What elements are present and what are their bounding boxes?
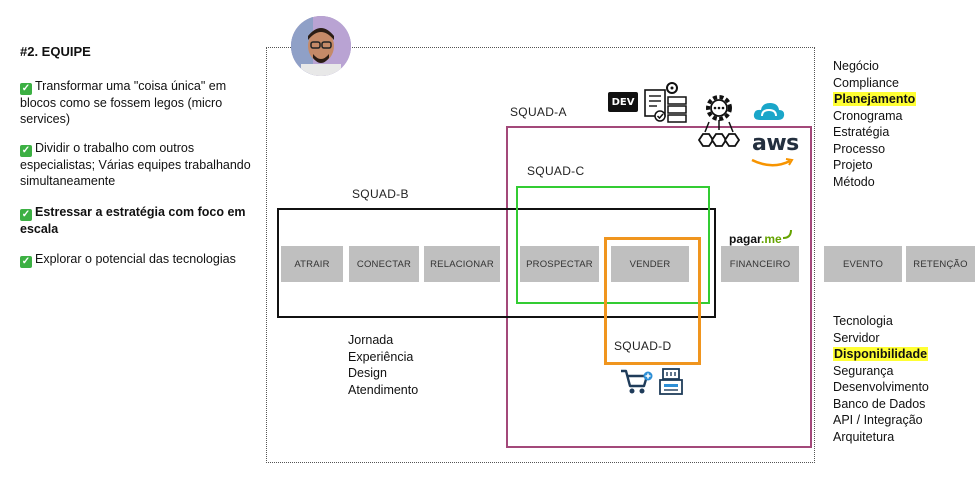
bullet-text: Transformar uma "coisa única" em blocos … [20, 79, 227, 126]
step-conectar: CONECTAR [349, 246, 419, 282]
tech-words: Tecnologia Servidor Disponibilidade Segu… [833, 313, 929, 445]
tech-word: Desenvolvimento [833, 380, 929, 394]
journey-words: Jornada Experiência Design Atendimento [348, 332, 418, 398]
bullet-item: ✓Dividir o trabalho com outros especiali… [20, 140, 260, 189]
squad-a-label: SQUAD-A [510, 105, 567, 119]
server-gear-icon [697, 95, 741, 147]
journey-word: Experiência [348, 349, 414, 364]
business-word: Processo [833, 141, 886, 156]
aws-logo: aws [752, 131, 799, 156]
journey-word: Atendimento [348, 382, 419, 397]
step-financeiro: FINANCEIRO [721, 246, 799, 282]
highlighted-word: Disponibilidade [833, 347, 929, 361]
bullet-item: ✓Explorar o potencial das tecnologias [20, 251, 260, 268]
checkmark-icon: ✓ [20, 209, 32, 221]
step-prospectar: PROSPECTAR [520, 246, 599, 282]
step-vender: VENDER [611, 246, 689, 282]
pagarme-logo: pagar.me [729, 229, 792, 246]
step-atrair: ATRAIR [281, 246, 343, 282]
avatar [291, 16, 351, 76]
step-evento: EVENTO [824, 246, 902, 282]
page-title: #2. EQUIPE [20, 44, 91, 59]
squad-a-box [506, 126, 812, 448]
bullet-text: Dividir o trabalho com outros especialis… [20, 141, 251, 188]
squad-c-box [516, 186, 710, 304]
tech-word: Segurança [833, 363, 894, 378]
business-word: Cronograma [833, 108, 903, 123]
business-word: Projeto [833, 158, 873, 172]
checkmark-icon: ✓ [20, 83, 32, 95]
tech-word: Servidor [833, 330, 880, 345]
highlighted-word: Planejamento [833, 92, 917, 106]
tech-word: Tecnologia [833, 314, 893, 328]
shopping-cart-icon [621, 369, 653, 394]
digital-ocean-cloud-icon [753, 103, 785, 120]
dev-logo: DEV [608, 92, 638, 112]
tech-word: API / Integração [833, 413, 923, 427]
business-word: Negócio [833, 59, 879, 73]
tech-word: Banco de Dados [833, 396, 926, 411]
checkmark-icon: ✓ [20, 256, 32, 268]
squad-b-box [277, 208, 716, 318]
cash-register-icon [659, 368, 683, 395]
journey-word: Design [348, 366, 387, 380]
business-word: Estratégia [833, 125, 890, 139]
squad-d-label: SQUAD-D [614, 339, 672, 353]
pagarme-mark-icon [782, 229, 792, 239]
squad-c-label: SQUAD-C [527, 164, 585, 178]
squad-d-box [604, 237, 701, 365]
pagarme-suffix: .me [761, 232, 782, 246]
business-word: Método [833, 174, 875, 189]
business-word: Compliance [833, 75, 900, 90]
step-retencao: RETENÇÃO [906, 246, 975, 282]
bullet-item: ✓Transformar uma "coisa única" em blocos… [20, 78, 260, 127]
bullet-item: ✓Estressar a estratégia com foco em esca… [20, 204, 260, 237]
checkmark-icon: ✓ [20, 145, 32, 157]
step-relacionar: RELACIONAR [424, 246, 500, 282]
bullet-text: Explorar o potencial das tecnologias [35, 252, 236, 266]
bullet-text: Estressar a estratégia com foco em escal… [20, 205, 246, 236]
pagarme-text: pagar [729, 232, 762, 246]
avatar-photo [291, 16, 351, 76]
document-gear-icon [644, 82, 687, 123]
team-frame [266, 47, 815, 463]
aws-smile-icon [751, 158, 794, 167]
journey-word: Jornada [348, 333, 394, 347]
tech-word: Arquitetura [833, 429, 895, 444]
business-words: Negócio Compliance Planejamento Cronogra… [833, 58, 917, 190]
squad-b-label: SQUAD-B [352, 187, 409, 201]
